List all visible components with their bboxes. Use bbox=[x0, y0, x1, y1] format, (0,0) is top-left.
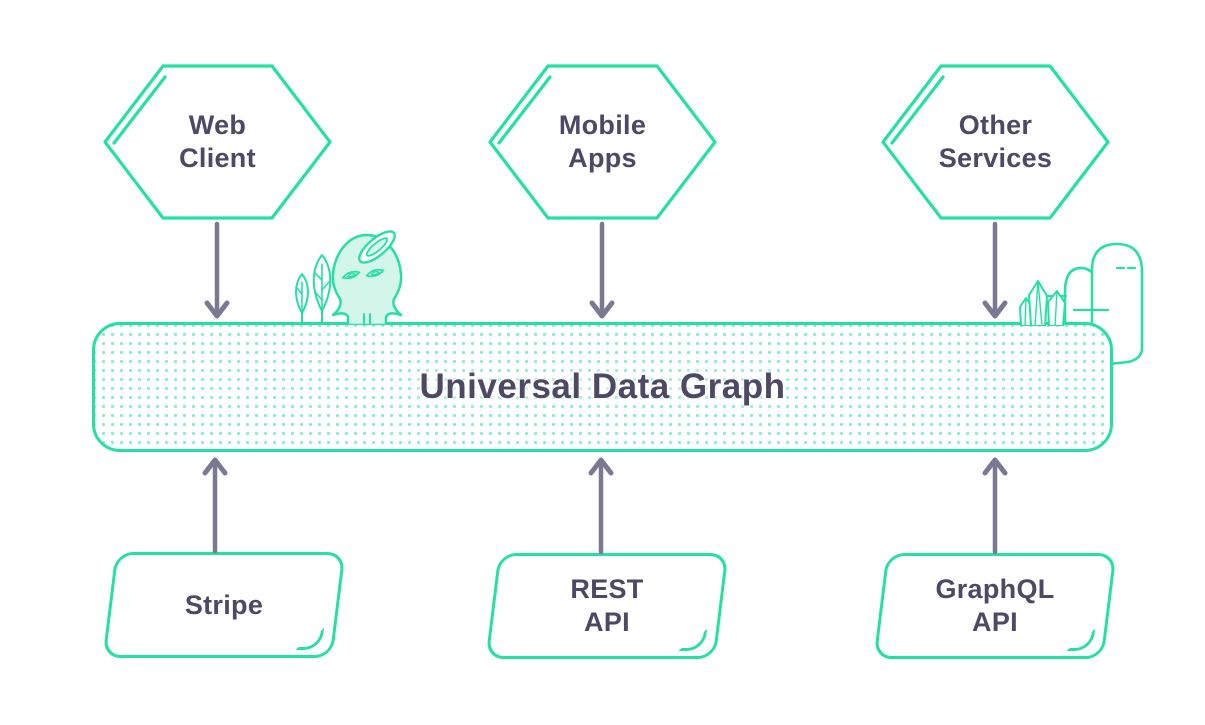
bar-label: Universal Data Graph bbox=[419, 367, 786, 406]
node-mobile-apps: Mobile Apps bbox=[487, 62, 718, 222]
arrow-mobile-apps-to-bar bbox=[589, 221, 615, 319]
hexagon-shape bbox=[881, 64, 1110, 220]
leaf-plants-icon bbox=[295, 254, 332, 325]
crystals-icon bbox=[1019, 280, 1066, 326]
universal-data-graph-bar: Universal Data Graph bbox=[92, 322, 1113, 452]
node-mobile-apps-label: Mobile Apps bbox=[558, 110, 647, 173]
node-stripe-label: Stripe bbox=[184, 589, 264, 620]
node-other-services: Other Services bbox=[880, 62, 1111, 222]
hexagon-shape bbox=[103, 64, 332, 220]
ghost-mascot-icon bbox=[295, 230, 403, 325]
node-other-services-label: Other Services bbox=[938, 110, 1053, 173]
node-rest-api-label: REST API bbox=[570, 574, 644, 637]
node-graphql-api: GraphQL API bbox=[873, 553, 1117, 659]
arrow-rest-api-to-bar bbox=[588, 457, 614, 555]
arrow-other-services-to-bar bbox=[982, 221, 1008, 319]
node-graphql-api-label: GraphQL API bbox=[935, 574, 1055, 637]
ghost-eyes bbox=[341, 268, 385, 280]
node-rest-api: REST API bbox=[485, 553, 729, 659]
node-stripe: Stripe bbox=[102, 552, 346, 658]
hexagon-shape bbox=[488, 64, 717, 220]
arrow-web-client-to-bar bbox=[204, 221, 230, 319]
arrow-graphql-api-to-bar bbox=[982, 457, 1008, 555]
halo bbox=[358, 230, 396, 264]
node-web-client-label: Web Client bbox=[179, 110, 256, 173]
arrow-stripe-to-bar bbox=[202, 457, 228, 554]
node-web-client: Web Client bbox=[102, 62, 333, 222]
